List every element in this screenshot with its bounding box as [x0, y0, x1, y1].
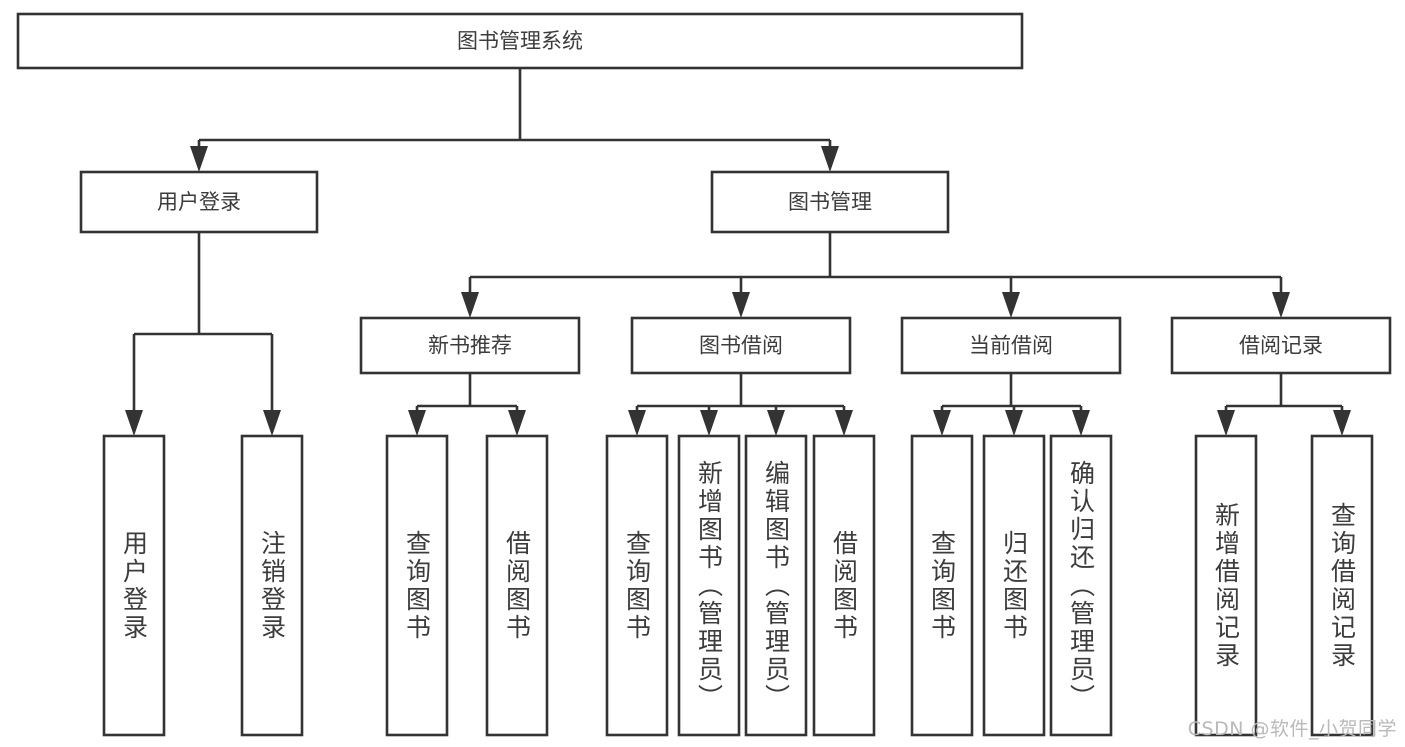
node-leaf-10[interactable]	[1049, 434, 1113, 737]
node-level3-2-label: 当前借阅	[969, 334, 1053, 358]
fan-borrow-arrow-1	[700, 410, 718, 436]
node-leaf-3[interactable]	[485, 434, 549, 737]
node-leaf-4[interactable]	[605, 434, 669, 737]
node-leaf-5[interactable]	[677, 434, 741, 737]
node-leaf-8[interactable]	[910, 434, 974, 737]
fan-bookmgmt-arrow-0	[461, 292, 479, 318]
node-root-label: 图书管理系统	[457, 29, 583, 53]
node-level3-3-label: 借阅记录	[1239, 334, 1323, 358]
node-level3-3[interactable]	[1170, 316, 1392, 375]
node-leaf-2[interactable]	[385, 434, 449, 737]
node-leaf-11[interactable]	[1194, 434, 1258, 737]
watermark: CSDN @软件_小贺同学	[1187, 718, 1397, 740]
node-level3-1-label: 图书借阅	[699, 334, 783, 358]
fan-userlogin-arrow-1	[263, 410, 281, 436]
node-level2-1[interactable]	[710, 170, 950, 234]
node-leaf-1[interactable]	[240, 434, 304, 737]
node-level3-2[interactable]	[900, 316, 1122, 375]
fan-newbooks-arrow-0	[408, 410, 426, 436]
fan-bookmgmt-arrow-3	[1272, 292, 1290, 318]
fan-borrow-arrow-3	[835, 410, 853, 436]
fan-newbooks-arrow-1	[508, 410, 526, 436]
node-leaf-6[interactable]	[744, 434, 808, 737]
fan-root-arrow-1	[821, 146, 839, 172]
node-root[interactable]	[16, 12, 1024, 70]
fan-current-arrow-0	[933, 410, 951, 436]
node-level2-1-label: 图书管理	[788, 190, 872, 214]
fan-borrow-arrow-2	[767, 410, 785, 436]
boxes-layer	[16, 12, 1392, 737]
fan-userlogin-arrow-0	[125, 410, 143, 436]
fan-records-arrow-1	[1333, 410, 1351, 436]
node-leaf-7[interactable]	[812, 434, 876, 737]
node-leaf-12[interactable]	[1310, 434, 1374, 737]
fan-current-arrow-1	[1005, 410, 1023, 436]
fan-current-arrow-2	[1072, 410, 1090, 436]
connectors-layer	[125, 68, 1351, 436]
node-level2-0-label: 用户登录	[157, 190, 241, 214]
fan-root-arrow-0	[190, 146, 208, 172]
node-level3-0[interactable]	[359, 316, 581, 375]
fan-borrow-arrow-0	[628, 410, 646, 436]
node-leaf-0[interactable]	[102, 434, 166, 737]
fan-records-arrow-0	[1217, 410, 1235, 436]
fan-bookmgmt-arrow-1	[732, 292, 750, 318]
fan-bookmgmt-arrow-2	[1002, 292, 1020, 318]
node-level3-1[interactable]	[630, 316, 852, 375]
node-leaf-9[interactable]	[982, 434, 1046, 737]
node-level3-0-label: 新书推荐	[428, 334, 512, 358]
node-level2-0[interactable]	[79, 170, 319, 234]
